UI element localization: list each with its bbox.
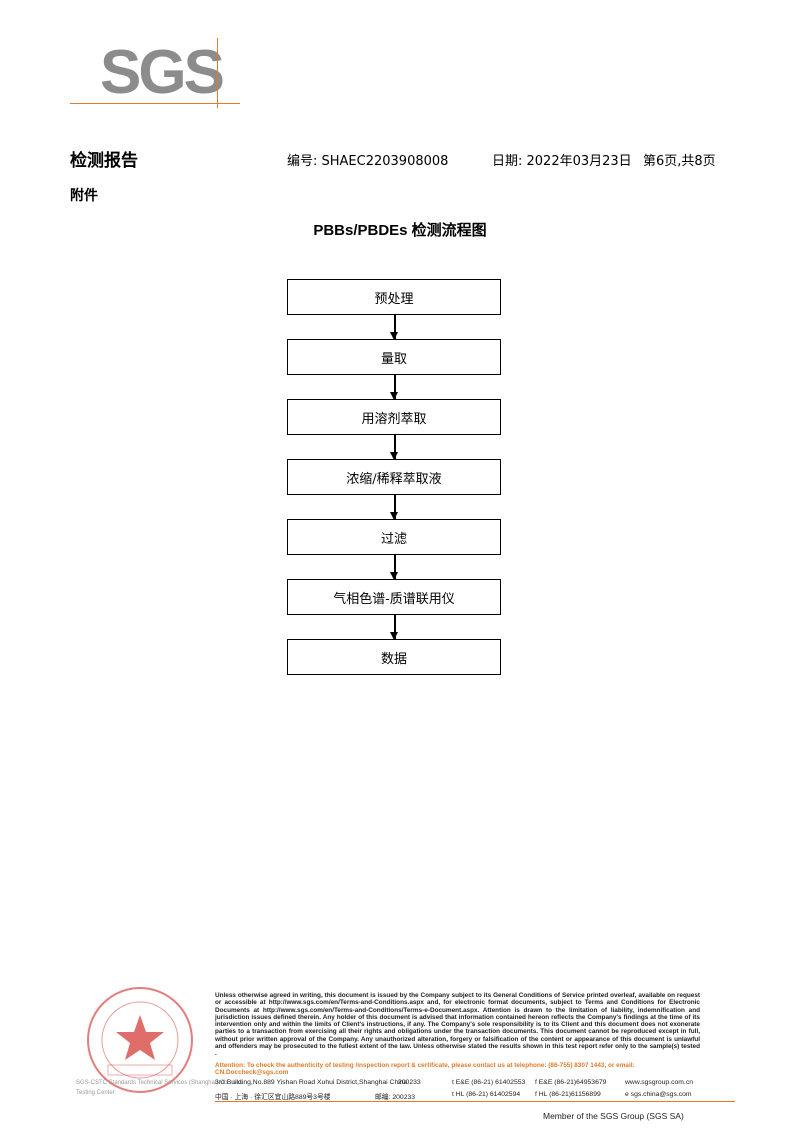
flow-arrow xyxy=(391,375,397,400)
flow-step-solvent-extraction: 用溶剂萃取 xyxy=(287,399,501,435)
flow-step-data: 数据 xyxy=(287,639,501,675)
legal-disclaimer: Unless otherwise agreed in writing, this… xyxy=(215,992,700,1058)
logo-text: SGS xyxy=(100,38,225,107)
address-chinese: 中国 · 上海 · 徐汇区宜山路889号3号楼 xyxy=(215,1094,331,1101)
logo-vertical-rule xyxy=(217,38,218,108)
report-date: 日期: 2022年03月23日 xyxy=(492,154,632,169)
sgs-logo: SGS xyxy=(70,38,245,108)
flow-step-pretreatment: 预处理 xyxy=(287,279,501,315)
email: e sgs.china@sgs.com xyxy=(625,1091,692,1098)
annex-label: 附件 xyxy=(70,188,98,204)
flow-step-measure: 量取 xyxy=(287,339,501,375)
page-indicator: 第6页,共8页 xyxy=(643,154,716,169)
member-statement: Member of the SGS Group (SGS SA) xyxy=(543,1111,684,1121)
fax-hl: f HL (86-21)61156899 xyxy=(535,1091,601,1098)
report-number: 编号: SHAEC2203908008 xyxy=(287,154,449,169)
flow-step-concentrate-dilute: 浓缩/稀释萃取液 xyxy=(287,459,501,495)
company-line: SGS-CSTC Standards Technical Services (S… xyxy=(76,1080,243,1086)
authenticity-notice: Attention: To check the authenticity of … xyxy=(215,1062,635,1077)
flow-arrow xyxy=(391,495,397,520)
flow-arrow xyxy=(391,555,397,580)
flow-step-filter: 过滤 xyxy=(287,519,501,555)
flow-step-gc-ms: 气相色谱-质谱联用仪 xyxy=(287,579,501,615)
flow-arrow xyxy=(391,615,397,640)
website: www.sgsgroup.com.cn xyxy=(625,1079,693,1086)
fax-ee: f E&E (86-21)64953679 xyxy=(535,1079,607,1086)
footer-divider xyxy=(215,1101,735,1102)
zip-chinese: 邮编: 200233 xyxy=(375,1094,416,1101)
report-title: 检测报告 xyxy=(70,151,138,171)
official-seal-stamp xyxy=(87,987,193,1093)
tel-hl: t HL (86-21) 61402594 xyxy=(452,1091,521,1098)
company-line: Testing Center xyxy=(76,1090,115,1096)
company-name: SGS-CSTC Standards Technical Services (S… xyxy=(76,1078,243,1098)
flow-arrow xyxy=(391,435,397,460)
zip-english: 200233 xyxy=(398,1079,421,1086)
flowchart-title: PBBs/PBDEs 检测流程图 xyxy=(313,222,487,239)
flow-arrow xyxy=(391,315,397,340)
logo-horizontal-rule xyxy=(70,103,240,104)
address-english: 3rd Building,No.889 Yishan Road Xuhui Di… xyxy=(215,1079,408,1086)
tel-ee: t E&E (86-21) 61402553 xyxy=(452,1079,526,1086)
